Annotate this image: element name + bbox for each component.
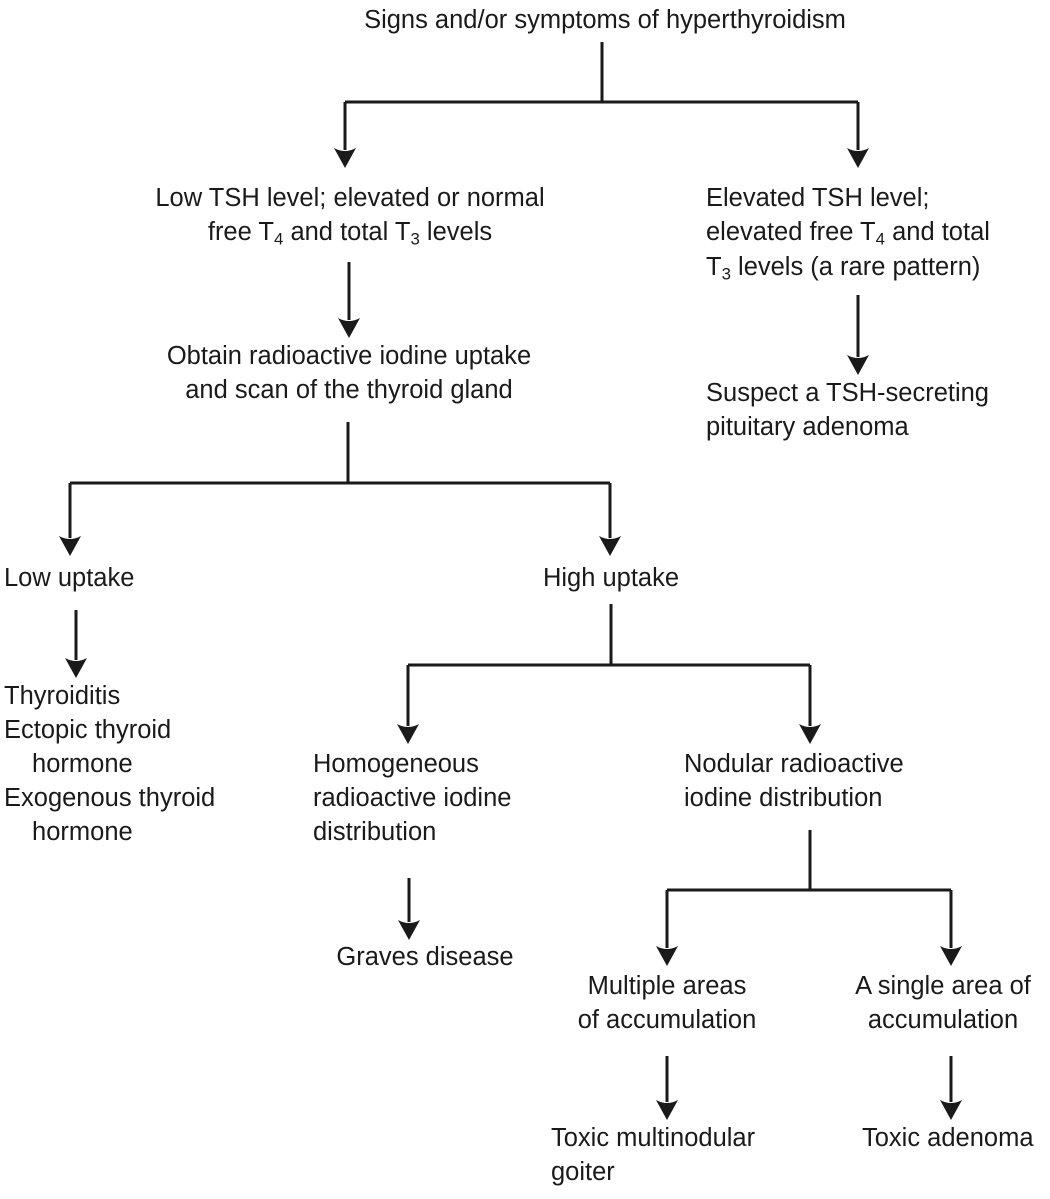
split-high-uptake-to-distribution-right-arrow-head — [799, 724, 821, 744]
toxic-adenoma: Toxic adenoma — [862, 1124, 1034, 1152]
split-root-to-labs-right-arrow-head — [847, 148, 869, 168]
split-nodular-to-accumulation-right-arrow-head — [940, 946, 962, 966]
split-high-uptake-to-distribution-left-arrow-head — [397, 724, 419, 744]
arrow-low-tsh-to-uptake-scan-head — [338, 318, 360, 338]
split-uptake-scan-to-uptake-level-left-arrow-head — [59, 536, 81, 556]
split-root-to-labs-left-arrow-head — [334, 148, 356, 168]
elevated-tsh-labs: Elevated TSH level;elevated free T4 and … — [706, 184, 990, 284]
high-uptake: High uptake — [542, 564, 680, 592]
arrow-low-uptake-to-causes-head — [65, 658, 87, 678]
arrow-elevated-tsh-to-adenoma-head — [847, 355, 869, 375]
arrow-multiple-areas-to-toxic-goiter-head — [656, 1100, 678, 1120]
arrow-homogeneous-to-graves-head — [398, 920, 420, 940]
split-uptake-scan-to-uptake-level-right-arrow-head — [599, 536, 621, 556]
arrow-single-area-to-toxic-adenoma-head — [940, 1100, 962, 1120]
root-signs-symptoms: Signs and/or symptoms of hyperthyroidism — [364, 6, 846, 34]
low-uptake: Low uptake — [4, 564, 135, 592]
graves-disease: Graves disease — [336, 943, 514, 971]
split-nodular-to-accumulation-left-arrow-head — [656, 946, 678, 966]
